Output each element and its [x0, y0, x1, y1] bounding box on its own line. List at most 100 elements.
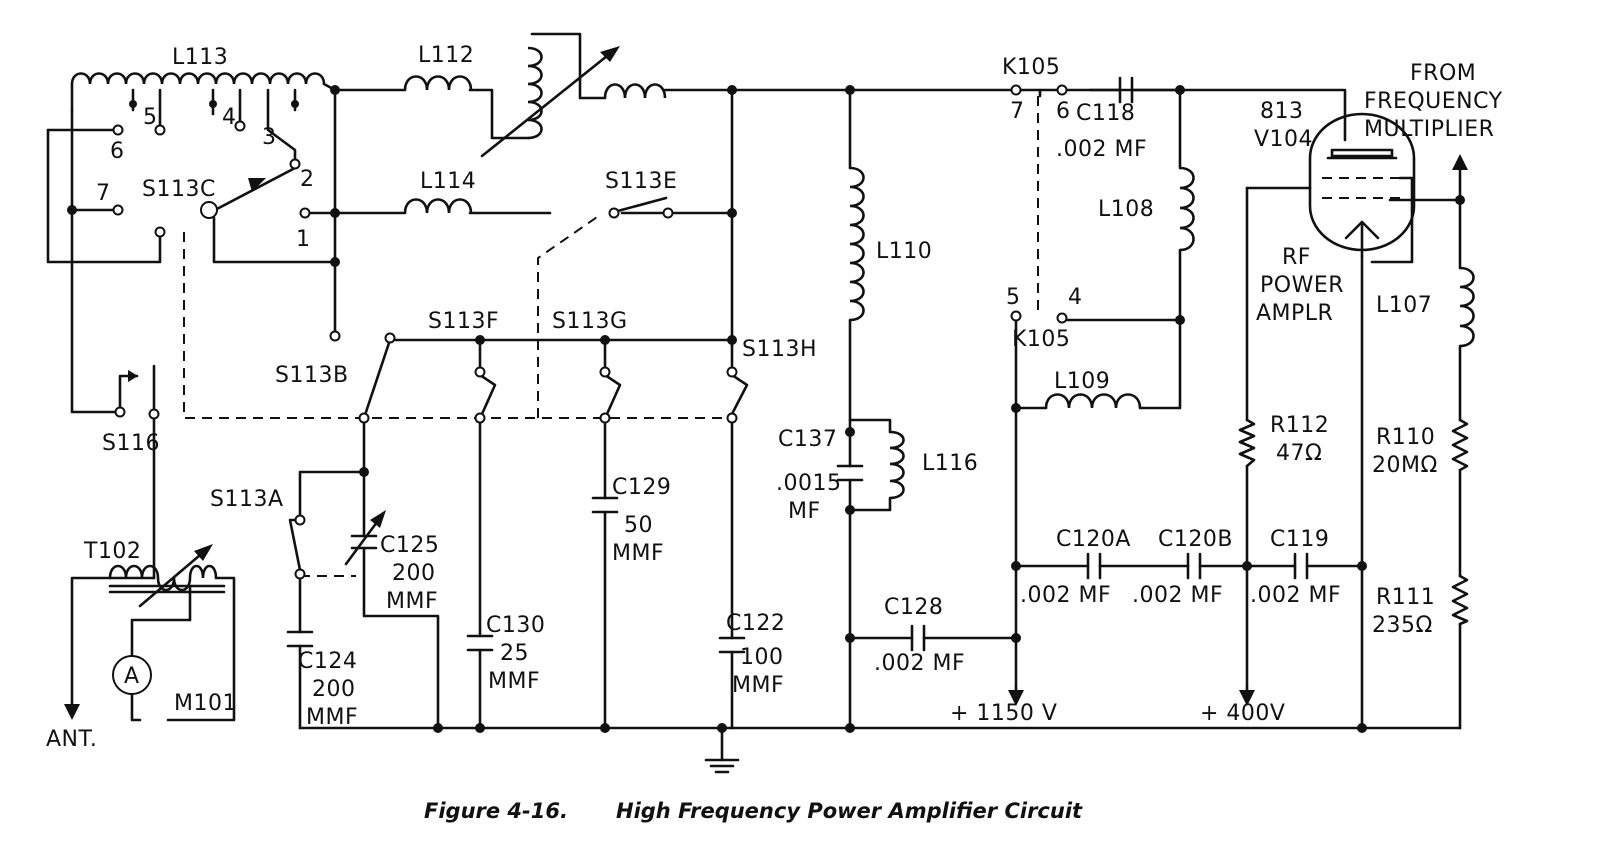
l108-label: L108: [1098, 197, 1154, 222]
tap3-label: 3: [262, 125, 277, 150]
r111-value: 235Ω: [1372, 613, 1433, 638]
c120b-label: C120B: [1158, 527, 1233, 552]
c128-capacitor: [910, 624, 926, 652]
l110-coil: [849, 166, 865, 322]
v104-tube: [1308, 112, 1416, 258]
c128-label: C128: [884, 595, 943, 620]
c122-value2: MMF: [732, 673, 784, 698]
variometer-coil: [480, 46, 667, 158]
r110-value: 20MΩ: [1372, 453, 1438, 478]
s113a-label: S113A: [210, 487, 284, 512]
figure-number: Figure 4-16.: [424, 799, 568, 823]
l108-coil: [1179, 166, 1195, 252]
s113b-label: S113B: [275, 363, 349, 388]
k105-pin7: 7: [1010, 99, 1025, 124]
c130-capacitor: [466, 634, 494, 652]
c120b-value: .002 MF: [1132, 583, 1223, 608]
c137-value2: MF: [788, 499, 821, 524]
c130-label: C130: [486, 613, 545, 638]
tap6-label: 6: [110, 139, 125, 164]
t102-transformer: [108, 544, 226, 608]
s113c-label: S113C: [142, 177, 216, 202]
c119-value: .002 MF: [1250, 583, 1341, 608]
c125-label: C125: [380, 533, 439, 558]
meter-letter: A: [124, 664, 140, 689]
k105-pin4: 4: [1068, 285, 1083, 310]
c119-label: C119: [1270, 527, 1329, 552]
s113h-label: S113H: [742, 337, 817, 362]
c129-value2: MMF: [612, 541, 664, 566]
l113-label: L113: [172, 45, 228, 70]
rf-label-2: POWER: [1260, 273, 1344, 298]
k105-bottom-label: K105: [1012, 327, 1070, 352]
c124-capacitor: [286, 630, 314, 648]
tube-type-label: 813: [1260, 99, 1304, 124]
l107-label: L107: [1376, 293, 1432, 318]
l112-label: L112: [418, 43, 474, 68]
hv-400-arrow: [1239, 690, 1255, 706]
gang-linkage: [183, 96, 1039, 577]
c128-value: .002 MF: [874, 651, 965, 676]
c119-capacitor: [1293, 552, 1309, 580]
s116-arrow: [128, 370, 138, 382]
figure-title: High Frequency Power Amplifier Circuit: [616, 799, 1083, 823]
hv-1150-arrow: [1008, 690, 1024, 706]
tap4-label: 4: [222, 105, 237, 130]
r111-label: R111: [1376, 585, 1435, 610]
c130-value1: 25: [500, 641, 529, 666]
c122-capacitor: [718, 636, 746, 654]
from-label-1: FROM: [1410, 61, 1476, 86]
tap2-label: 2: [300, 167, 315, 192]
k105-pin6: 6: [1056, 99, 1071, 124]
m101-label: M101: [174, 691, 237, 716]
c124-value2: MMF: [306, 705, 358, 730]
c129-capacitor: [591, 496, 619, 514]
c122-label: C122: [726, 611, 785, 636]
k105-pin5: 5: [1006, 285, 1021, 310]
c125-variable-capacitor: [344, 510, 386, 566]
r110-label: R110: [1376, 425, 1435, 450]
c118-label: C118: [1076, 101, 1135, 126]
s113f-label: S113F: [428, 309, 499, 334]
s113e-label: S113E: [605, 169, 677, 194]
ant-arrow: [64, 704, 80, 720]
rf-label-1: RF: [1282, 245, 1311, 270]
rf-label-3: AMPLR: [1256, 301, 1333, 326]
c124-label: C124: [298, 649, 357, 674]
switch-contacts: [112, 84, 1068, 580]
l107-coil: [1459, 266, 1475, 348]
c120a-label: C120A: [1056, 527, 1131, 552]
r112-resistor: [1238, 418, 1256, 468]
k105-top-label: K105: [1002, 55, 1060, 80]
l114-label: L114: [420, 169, 476, 194]
l116-label: L116: [922, 451, 978, 476]
l109-label: L109: [1054, 369, 1110, 394]
c120a-capacitor: [1086, 552, 1102, 580]
tap1-label: 1: [296, 227, 311, 252]
r112-label: R112: [1270, 413, 1329, 438]
c120a-value: .002 MF: [1020, 583, 1111, 608]
l116-coil: [889, 430, 905, 500]
l113-coil: [70, 72, 336, 92]
c118-value: .002 MF: [1056, 137, 1147, 162]
c137-capacitor: [836, 464, 864, 482]
input-arrow: [1452, 154, 1468, 170]
tap5-label: 5: [143, 105, 158, 130]
c137-label: C137: [778, 427, 837, 452]
s113c-rotor-arrow: [248, 178, 266, 192]
l114-coil: [403, 198, 473, 214]
c118-capacitor: [1118, 76, 1134, 104]
l112-coil: [403, 75, 473, 91]
c129-value1: 50: [624, 513, 653, 538]
r111-resistor: [1451, 574, 1469, 626]
c125-value1: 200: [392, 561, 436, 586]
tap7-label: 7: [96, 181, 111, 206]
hv-1150-label: + 1150 V: [950, 701, 1057, 726]
c129-label: C129: [612, 475, 671, 500]
s116-label: S116: [102, 431, 160, 456]
c120b-capacitor: [1186, 552, 1202, 580]
junction-dots: [67, 85, 1465, 733]
c122-value1: 100: [740, 645, 784, 670]
c125-value2: MMF: [386, 589, 438, 614]
